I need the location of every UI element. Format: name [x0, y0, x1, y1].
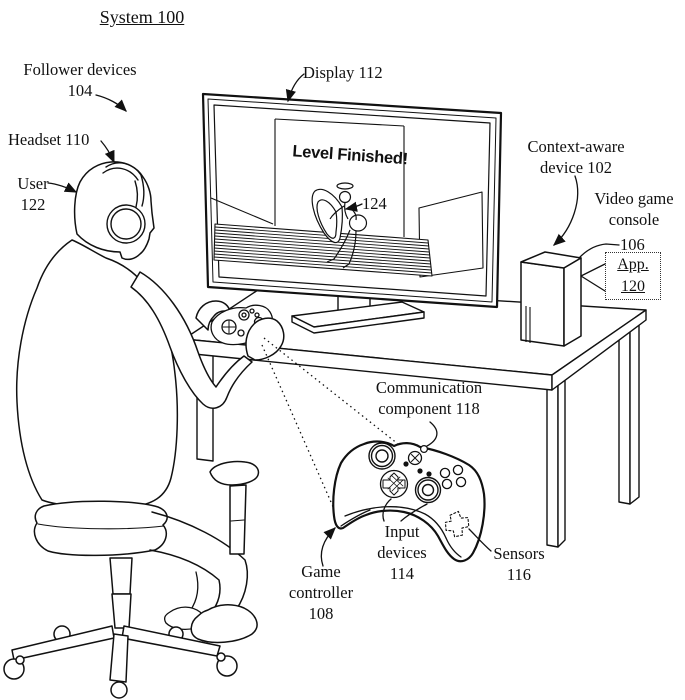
label-line: 108 [308, 603, 334, 623]
label-line: Communication [375, 378, 483, 397]
headset-illustration [102, 162, 146, 244]
label-line: 122 [20, 194, 46, 214]
label-line: Context-aware [527, 137, 625, 156]
leader-input-dpad [382, 498, 392, 522]
leader-input-stick [400, 503, 428, 522]
chair-illustration [33, 500, 168, 557]
console-vent [525, 306, 531, 343]
character-halo [336, 182, 354, 190]
display-illustration [201, 92, 503, 309]
dpad [379, 469, 409, 499]
figure-title: System 100 [99, 7, 185, 27]
leader-communication [426, 421, 438, 447]
leader-game-controller [320, 527, 336, 567]
leader-display [285, 73, 305, 103]
game-wall-left [210, 197, 274, 225]
game-controller-illustration [332, 440, 486, 563]
label-line: Input [384, 522, 420, 541]
leader-sensors [468, 528, 492, 552]
leader-follower-devices [95, 94, 127, 112]
label-line: Game [301, 562, 341, 581]
label-line: devices [377, 542, 427, 562]
table-leg-front-right [546, 382, 559, 548]
left-thumbstick [368, 442, 396, 470]
right-thumbstick [414, 476, 442, 504]
sensors-cross [444, 510, 470, 538]
label-console-ref: 106 [620, 235, 645, 254]
tv-stand-illustration [291, 295, 425, 334]
communication-component-dot [420, 445, 429, 454]
label-line: App. [617, 256, 649, 273]
label-line: Follower devices [23, 60, 137, 79]
leader-app [580, 263, 606, 292]
label-input-devices: Input devices 114 [366, 522, 438, 584]
label-follower-devices: Follower devices 104 [10, 60, 150, 102]
label-game-controller: Game controller 108 [276, 562, 366, 624]
user-shoe [190, 604, 258, 644]
label-line: component 118 [378, 398, 480, 418]
character-body [348, 214, 368, 232]
label-context-aware-device: Context-aware device 102 [517, 137, 635, 179]
character-head [338, 190, 352, 204]
label-line: 114 [389, 563, 415, 583]
tv-screen [213, 104, 491, 297]
screen-content [210, 118, 484, 278]
character-wing [316, 199, 338, 239]
label-line: console [608, 209, 660, 229]
label-line: Video game [594, 189, 674, 208]
character-illustration [311, 182, 368, 269]
label-line: controller [288, 582, 354, 602]
app-box: App. 120 [605, 252, 661, 300]
label-line: 120 [621, 277, 645, 295]
table-leg-back-right [618, 321, 631, 505]
user-illustration [3, 161, 285, 699]
label-sensors: Sensors 116 [486, 544, 552, 586]
leader-context-aware [553, 175, 579, 246]
label-display: Display 112 [303, 63, 383, 82]
xbox-button [407, 450, 423, 466]
caster-wheel [110, 681, 128, 699]
label-user: User 122 [10, 174, 56, 216]
label-character-ref: 124 [362, 194, 387, 213]
leader-console-ref [579, 243, 620, 258]
floor-stripes [213, 226, 433, 274]
user-body [15, 239, 179, 509]
label-line: Sensors [493, 544, 545, 563]
label-line: device 102 [540, 157, 612, 177]
leader-character [344, 201, 363, 212]
chair-base [3, 557, 238, 699]
face-buttons [439, 464, 467, 490]
chair-armrest [209, 460, 260, 555]
label-line: User [17, 174, 49, 193]
label-communication-component: Communication component 118 [346, 378, 512, 420]
label-line: 116 [506, 564, 532, 584]
user-leg [151, 511, 248, 611]
zoom-callout-lines [261, 337, 399, 519]
console-illustration [520, 251, 582, 347]
label-video-game-console: Video game console [584, 189, 684, 231]
leader-headset [100, 140, 115, 164]
leader-user [47, 182, 78, 193]
user-arm [130, 271, 253, 409]
label-headset: Headset 110 [8, 130, 90, 149]
menu-buttons [403, 461, 432, 477]
label-line: 104 [67, 80, 93, 100]
